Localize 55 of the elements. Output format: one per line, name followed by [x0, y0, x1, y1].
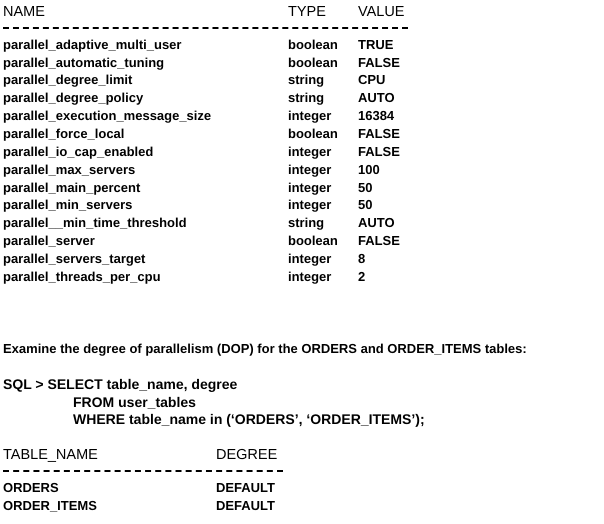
table-cell: FALSE: [358, 126, 400, 142]
sql-code-line: SQL > SELECT table_name, degree: [3, 376, 238, 393]
table-cell: DEFAULT: [216, 480, 275, 496]
table-cell: parallel__min_time_threshold: [3, 215, 187, 232]
table-cell: boolean: [288, 54, 338, 71]
table-cell: FALSE: [358, 54, 400, 71]
table-cell: parallel_automatic_tuning: [3, 54, 164, 71]
table-cell: integer: [288, 162, 332, 178]
table-cell: string: [288, 72, 324, 88]
table-cell: integer: [288, 108, 332, 124]
table-cell: parallel_max_servers: [3, 162, 136, 178]
table-cell: parallel_adaptive_multi_user: [3, 36, 182, 53]
table-cell: CPU: [358, 72, 386, 88]
table-cell: parallel_execution_message_size: [3, 108, 212, 124]
table-cell: parallel_servers_target: [3, 250, 146, 267]
table-cell: integer: [288, 268, 332, 285]
table-cell: boolean: [288, 126, 338, 142]
table-cell: parallel_main_percent: [3, 180, 140, 196]
table-cell: AUTO: [358, 90, 395, 106]
sql-code-line: FROM user_tables: [73, 394, 196, 410]
column-header: TABLE_NAME: [3, 446, 98, 464]
table-cell: 2: [358, 268, 366, 285]
table-cell: 50: [358, 180, 372, 196]
table-cell: 100: [358, 162, 380, 178]
table-cell: DEFAULT: [216, 498, 275, 514]
table-cell: parallel_degree_policy: [3, 90, 144, 106]
table-cell: string: [288, 215, 324, 232]
table-cell: parallel_io_cap_enabled: [3, 144, 154, 160]
table-cell: integer: [288, 250, 332, 267]
table-cell: AUTO: [358, 215, 395, 232]
table-cell: integer: [288, 144, 332, 160]
table-cell: parallel_threads_per_cpu: [3, 268, 161, 285]
table-cell: integer: [288, 180, 332, 196]
table-cell: integer: [288, 197, 332, 214]
table-cell: ORDER_ITEMS: [3, 498, 97, 514]
table-cell: ORDERS: [3, 480, 59, 496]
table-cell: TRUE: [358, 36, 394, 53]
table-cell: string: [288, 90, 324, 106]
table-cell: parallel_force_local: [3, 126, 124, 142]
table-cell: boolean: [288, 233, 338, 250]
table-cell: parallel_degree_limit: [3, 72, 132, 88]
instruction-text: Examine the degree of parallelism (DOP) for the ORDERS and ORDER_ITEMS tables:: [3, 341, 527, 356]
column-header: VALUE: [358, 2, 404, 21]
table-cell: FALSE: [358, 233, 400, 250]
table-cell: parallel_server: [3, 233, 95, 250]
table-cell: boolean: [288, 36, 338, 53]
column-header: DEGREE: [216, 446, 278, 464]
table-cell: 50: [358, 197, 372, 214]
table-cell: FALSE: [358, 144, 400, 160]
sql-code-line: WHERE table_name in (‘ORDERS’, ‘ORDER_ITEMS’);: [73, 411, 425, 428]
table-cell: 8: [358, 250, 366, 267]
column-header: NAME: [3, 2, 45, 21]
table-cell: parallel_min_servers: [3, 197, 132, 214]
column-header: TYPE: [288, 2, 326, 21]
table-cell: 16384: [358, 108, 394, 124]
